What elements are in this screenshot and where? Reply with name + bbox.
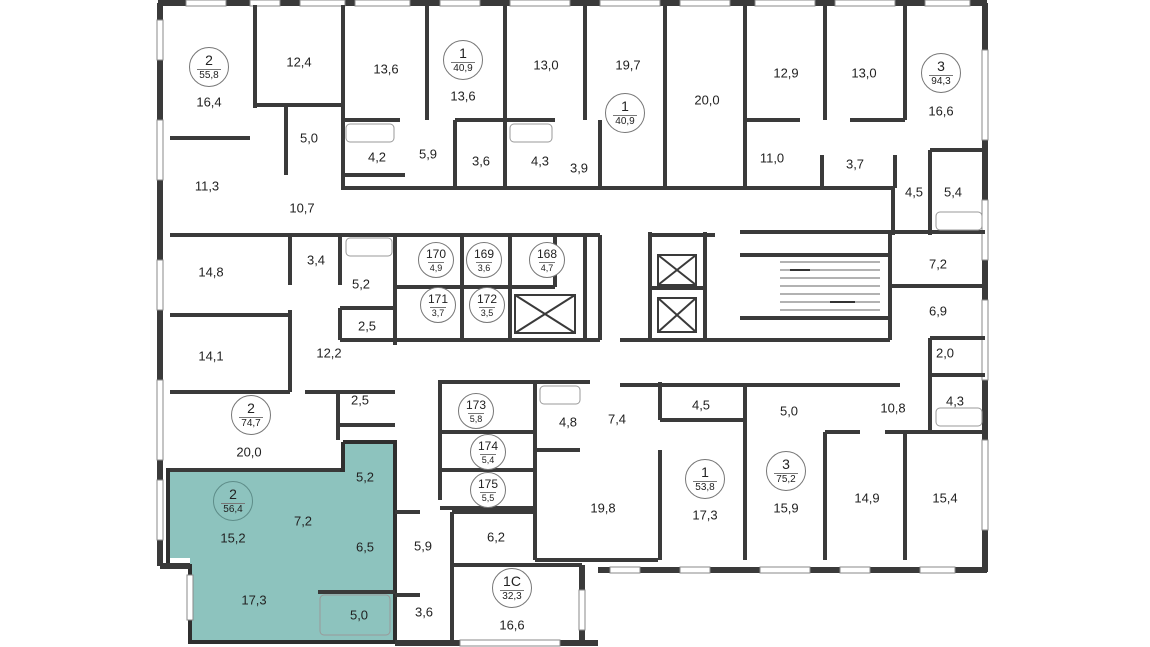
- elevators: [514, 254, 697, 334]
- interior-walls: [170, 5, 985, 643]
- selected-apartment-fill[interactable]: [168, 442, 395, 640]
- windows: [156, 0, 989, 647]
- stairs: [780, 261, 880, 311]
- fixtures: [319, 123, 983, 636]
